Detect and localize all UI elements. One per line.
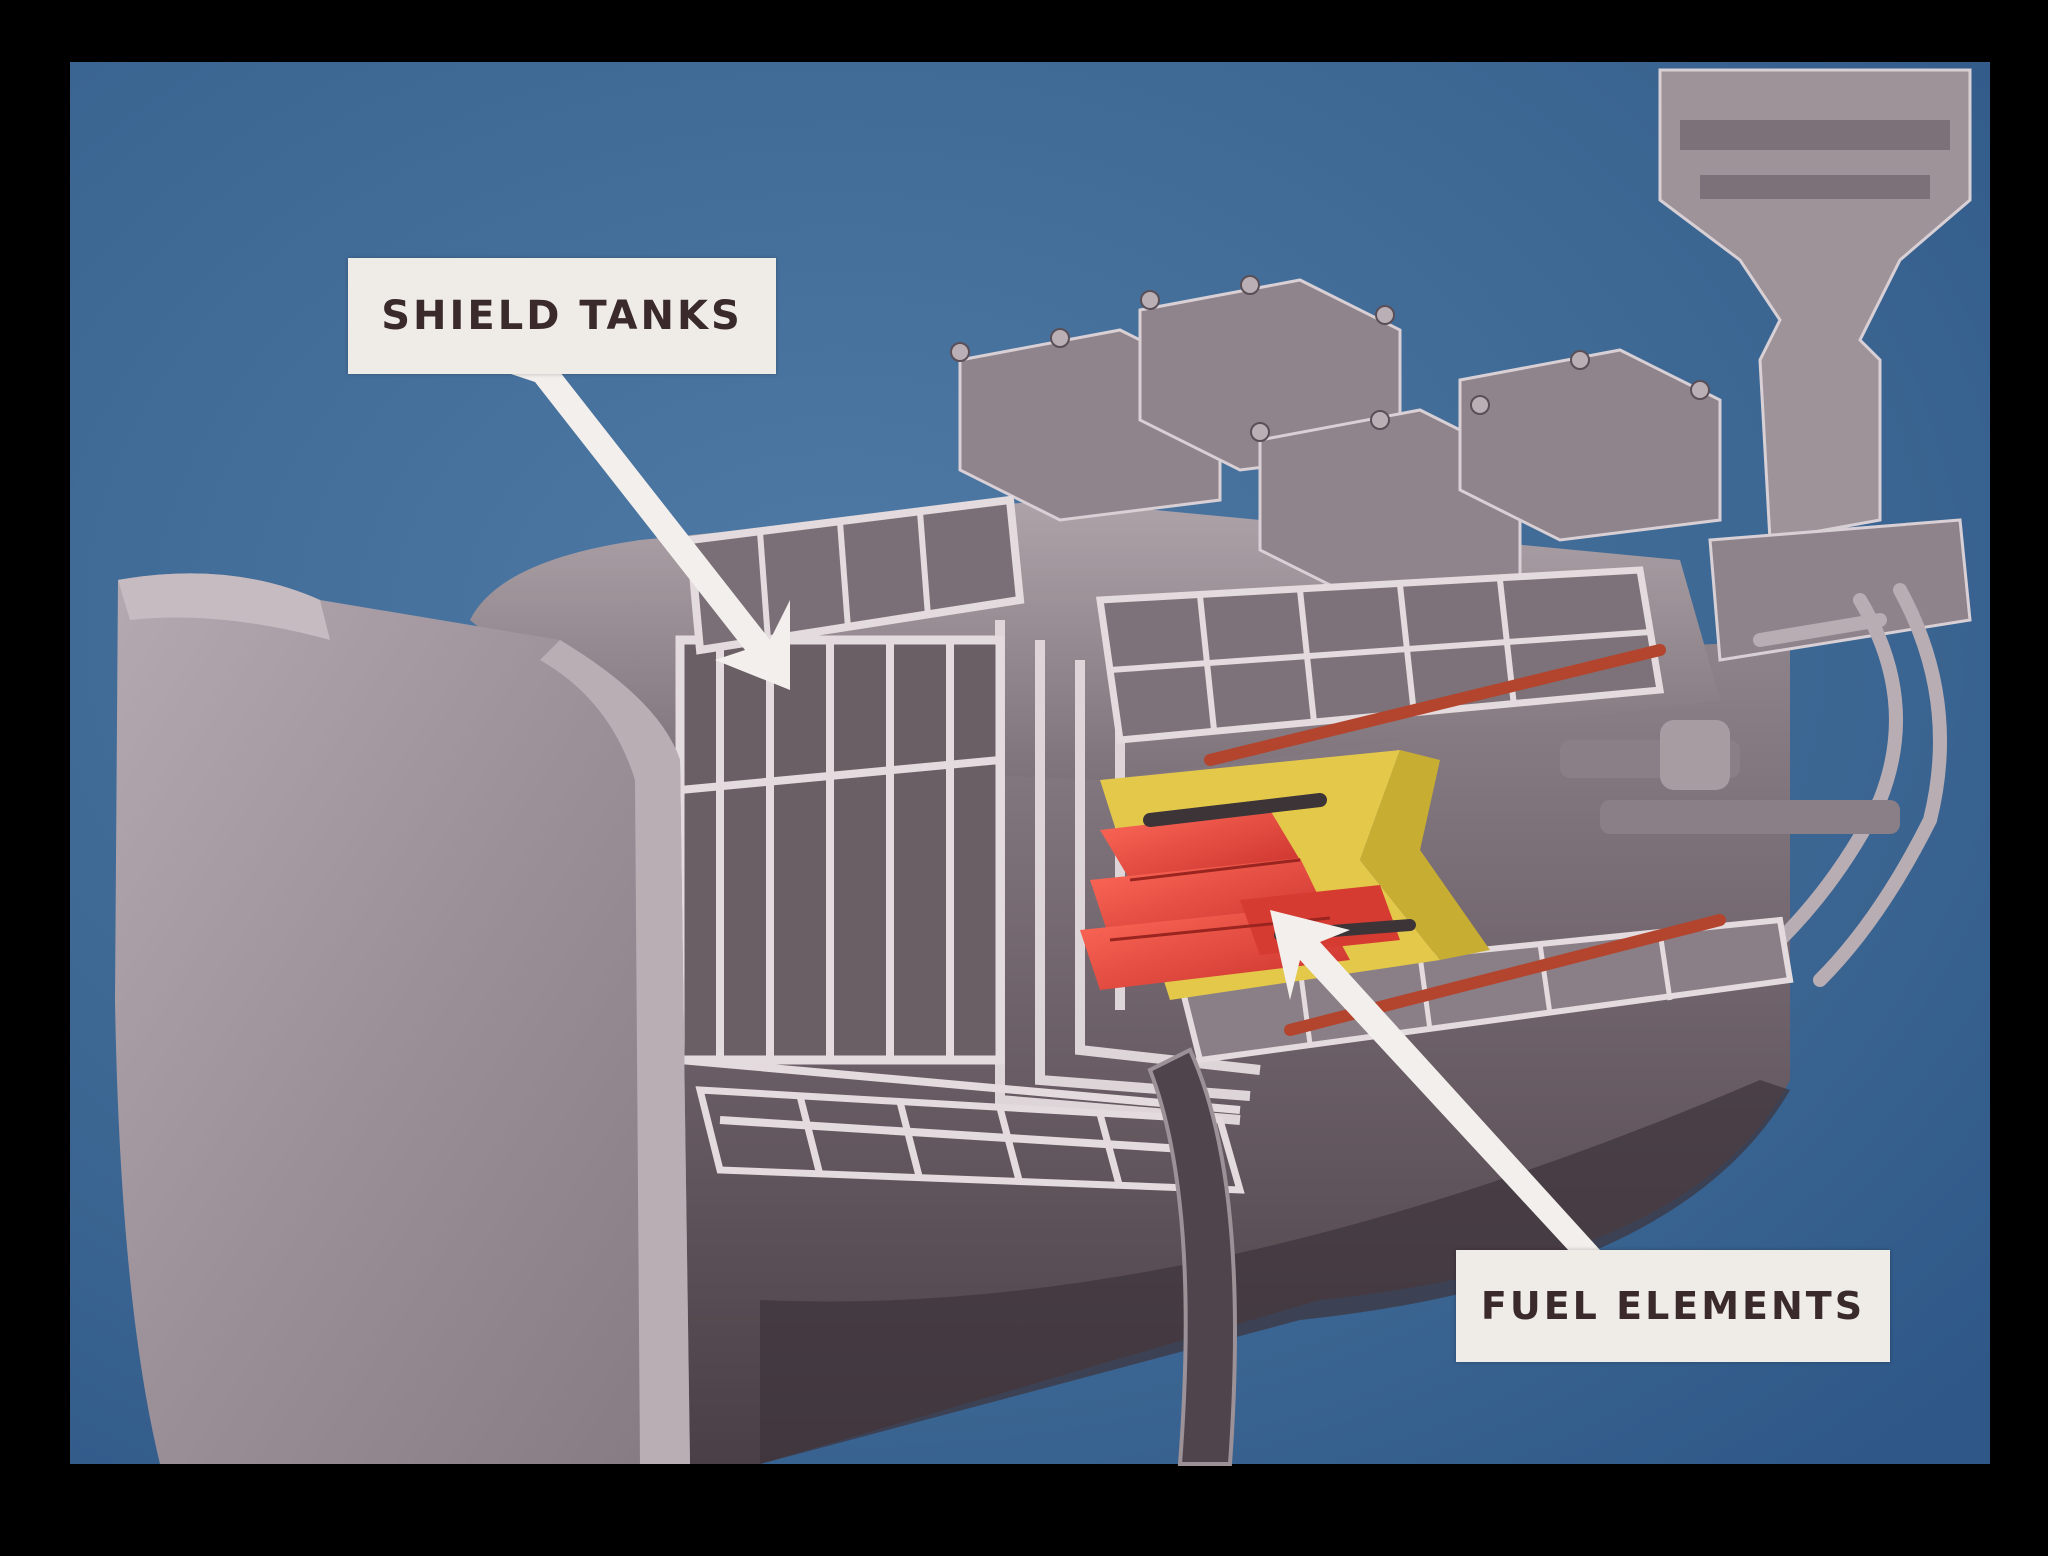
shield-tanks-label: SHIELD TANKS xyxy=(348,258,776,374)
fuel-elements-label: FUEL ELEMENTS xyxy=(1456,1250,1890,1362)
